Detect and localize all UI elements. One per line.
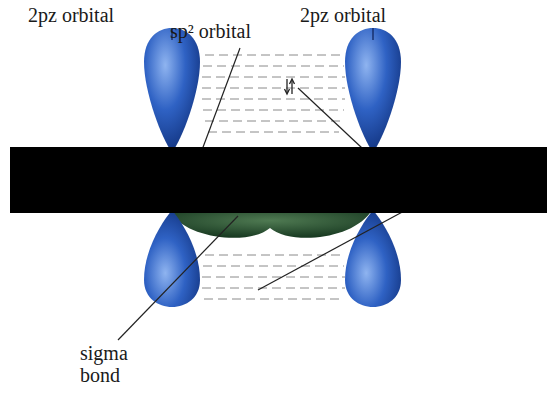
p-orbital-lobe: [345, 210, 401, 307]
orbital-label: sp² orbital: [170, 20, 251, 42]
axis-tick: [372, 28, 373, 40]
sp2-orbital: [170, 213, 370, 238]
bond-label: sigma bond: [80, 342, 142, 386]
electron-pair: [285, 79, 295, 94]
p-orbital-lobe: [144, 210, 200, 307]
redaction-bar: [10, 147, 547, 213]
p-orbital-lobe: [345, 28, 401, 152]
orbital-label: 2pz orbital: [300, 4, 386, 26]
orbital-label: 2pz orbital: [28, 4, 114, 26]
p-orbital-lobe: [144, 28, 200, 152]
